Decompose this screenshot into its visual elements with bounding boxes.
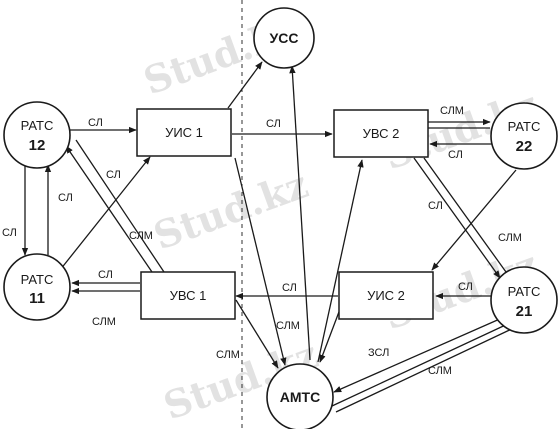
label-uvc2-r22-a: СЛМ bbox=[440, 105, 464, 117]
ratc11-number: 11 bbox=[29, 290, 45, 307]
label-r11-uic1: СЛ bbox=[106, 169, 121, 181]
label-uvc1-r11-a: СЛ bbox=[98, 269, 113, 281]
ucc-circle bbox=[253, 7, 315, 69]
ratc12-circle bbox=[3, 101, 71, 169]
ratc21-number: 21 bbox=[516, 303, 533, 320]
ratc22-circle bbox=[490, 102, 558, 170]
uvc1-box bbox=[140, 271, 236, 320]
node-uic2: УИС 2 bbox=[338, 271, 434, 320]
ratc12-name: РАТС bbox=[21, 118, 54, 133]
label-r21-uic2: СЛ bbox=[458, 281, 473, 293]
ratc11-circle bbox=[3, 253, 71, 321]
edge-uvc2-r21-a bbox=[413, 157, 501, 279]
label-uvc1-r12: СЛМ bbox=[129, 230, 153, 242]
amtc-label: АМТС bbox=[280, 389, 320, 405]
uic1-box bbox=[136, 108, 232, 157]
label-r12-r11: СЛ bbox=[2, 227, 17, 239]
node-uic1: УИС 1 bbox=[136, 108, 232, 157]
label-uic2-amtc: СЛМ bbox=[276, 320, 300, 332]
label-uic2-uvc1: СЛ bbox=[282, 282, 297, 294]
edge-amtc-r21-b bbox=[335, 325, 519, 413]
label-uvc2-r22-b: СЛ bbox=[448, 149, 463, 161]
uic2-label: УИС 2 bbox=[367, 288, 405, 303]
edge-r11-uic1 bbox=[59, 156, 151, 271]
watermark: Stud.kz Stud.kz Stud.kz Stud.kz Stud.kz … bbox=[138, 6, 544, 428]
edge-r22-uic2 bbox=[431, 169, 517, 271]
edge-r21-amtc bbox=[333, 317, 503, 393]
ratc21-circle bbox=[490, 266, 558, 334]
node-ratc21: РАТС 21 bbox=[490, 266, 558, 334]
label-r22-uic2: СЛ bbox=[428, 200, 443, 212]
label-amtc-r21: СЛМ bbox=[428, 365, 452, 377]
node-ratc11: РАТС 11 bbox=[3, 253, 71, 321]
node-ucc: УСС bbox=[253, 7, 315, 69]
edge-uvc2-r21-b bbox=[423, 157, 507, 273]
uvc2-box bbox=[333, 109, 429, 158]
label-uvc2-r21: СЛМ bbox=[498, 232, 522, 244]
label-uvc1-amtc: СЛМ bbox=[216, 349, 240, 361]
ucc-label: УСС bbox=[270, 30, 299, 46]
edge-amtc-ucc bbox=[289, 65, 311, 361]
amtc-circle bbox=[266, 363, 334, 429]
node-ratc12: РАТС 12 bbox=[3, 101, 71, 169]
uic1-label: УИС 1 bbox=[165, 125, 203, 140]
uvc2-label: УВС 2 bbox=[363, 126, 400, 141]
edge-uic1-ucc bbox=[227, 61, 263, 109]
label-uic1-uvc2: СЛ bbox=[266, 118, 281, 130]
edge-uvc1-r12-a bbox=[65, 145, 153, 273]
label-r21-amtc: ЗСЛ bbox=[368, 347, 389, 359]
ratc11-name: РАТС bbox=[21, 272, 54, 287]
ratc22-number: 22 bbox=[516, 138, 533, 155]
edge-uvc1-r12-b bbox=[75, 139, 165, 273]
node-ratc22: РАТС 22 bbox=[490, 102, 558, 170]
edge-uvc1-amtc bbox=[235, 299, 279, 369]
ratc21-name: РАТС bbox=[508, 284, 541, 299]
watermark-text: Stud.kz bbox=[148, 161, 314, 258]
uic2-box bbox=[338, 271, 434, 320]
label-r12-uic1: СЛ bbox=[88, 117, 103, 129]
ratc22-name: РАТС bbox=[508, 119, 541, 134]
node-uvc2: УВС 2 bbox=[333, 109, 429, 158]
edge-amtc-r21-a bbox=[331, 321, 513, 407]
label-r11-r12: СЛ bbox=[58, 192, 73, 204]
uvc1-label: УВС 1 bbox=[170, 288, 207, 303]
node-amtc: АМТС bbox=[266, 363, 334, 429]
ratc12-number: 12 bbox=[29, 137, 46, 154]
node-uvc1: УВС 1 bbox=[140, 271, 236, 320]
label-uvc1-r11-b: СЛМ bbox=[92, 316, 116, 328]
edge-uic1-amtc bbox=[234, 157, 287, 366]
edge-amtc-uvc2 bbox=[317, 159, 364, 363]
